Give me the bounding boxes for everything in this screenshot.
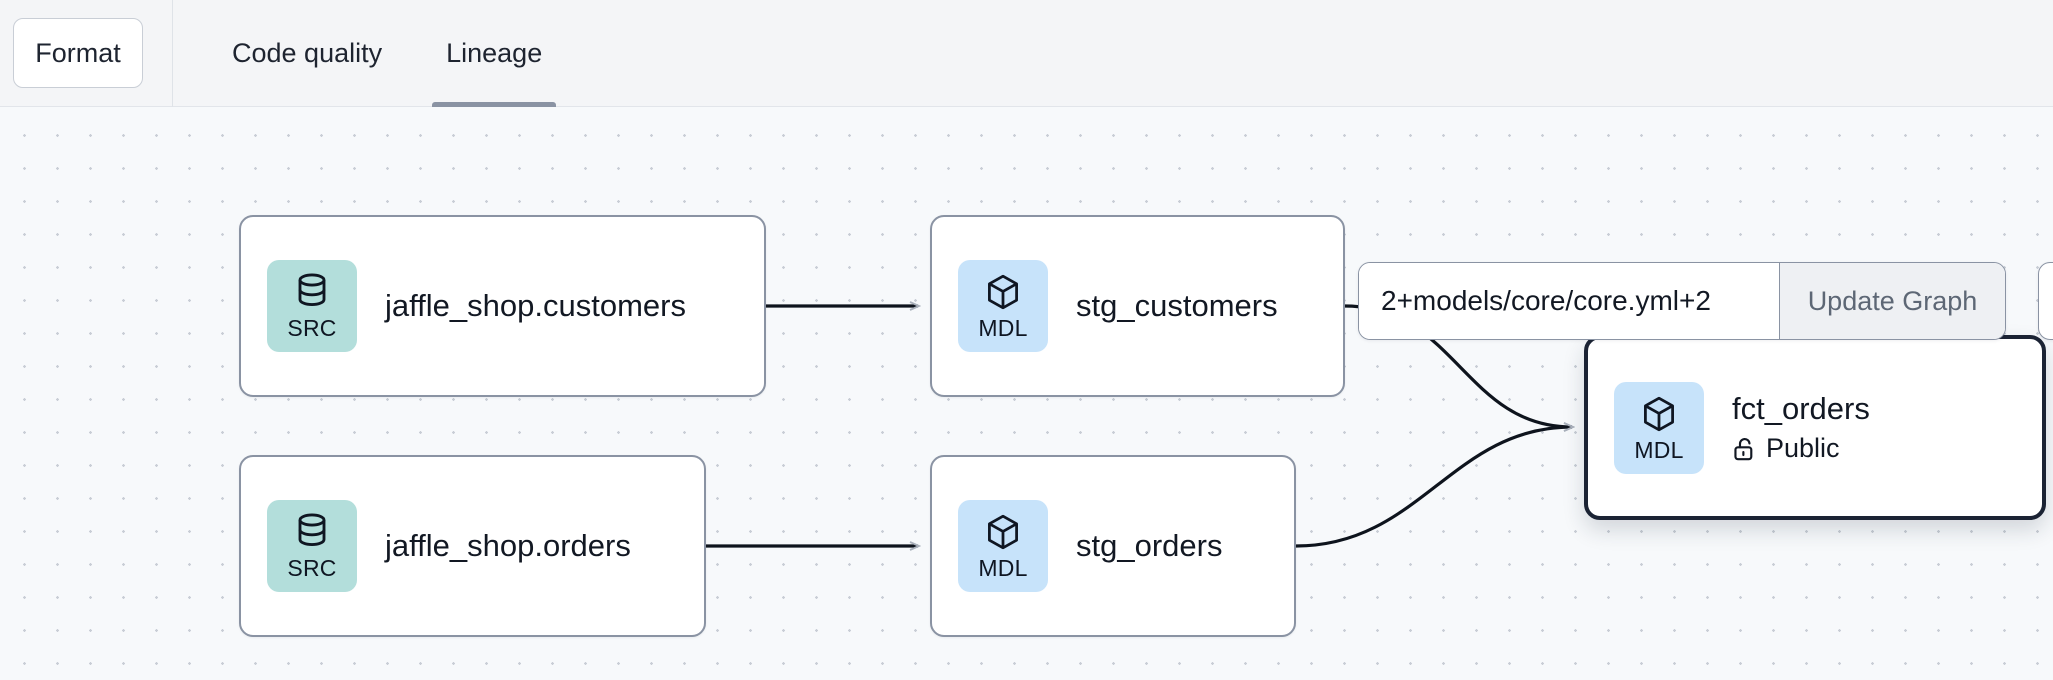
edge-stg-orders-to-fct-orders: [1295, 427, 1572, 548]
graph-selector-input[interactable]: [1359, 263, 1779, 339]
node-badge-src: SRC: [267, 260, 357, 352]
node-badge-mdl: MDL: [958, 500, 1048, 592]
node-title: stg_orders: [1076, 527, 1223, 563]
graph-side-control[interactable]: [2038, 262, 2053, 340]
node-body: fct_orders Public: [1732, 391, 1870, 465]
cube-icon: [1644, 396, 1674, 431]
update-graph-button-label: Update Graph: [1807, 285, 1978, 316]
tab-code-quality[interactable]: Code quality: [200, 0, 414, 107]
node-title: jaffle_shop.customers: [385, 287, 686, 323]
node-badge-mdl: MDL: [1614, 381, 1704, 474]
node-visibility: Public: [1732, 433, 1870, 464]
node-badge-label: MDL: [978, 315, 1028, 341]
node-badge-src: SRC: [267, 500, 357, 592]
node-body: jaffle_shop.customers: [385, 288, 686, 325]
database-icon: [298, 273, 326, 307]
node-visibility-label: Public: [1766, 433, 1840, 464]
lineage-node-jaffle-shop-customers[interactable]: SRC jaffle_shop.customers: [239, 215, 766, 397]
lineage-node-jaffle-shop-orders[interactable]: SRC jaffle_shop.orders: [239, 455, 706, 637]
update-graph-button[interactable]: Update Graph: [1779, 263, 2005, 339]
node-badge-label: MDL: [1634, 436, 1684, 463]
tab-lineage-label: Lineage: [446, 38, 543, 68]
node-title: fct_orders: [1732, 390, 1870, 426]
node-body: stg_orders: [1076, 528, 1222, 565]
database-icon: [298, 513, 326, 547]
editor-toolbar: Format Code quality Lineage: [0, 0, 2053, 107]
lineage-node-stg-customers[interactable]: MDL stg_customers: [930, 215, 1345, 397]
node-badge-label: MDL: [978, 555, 1028, 581]
lineage-node-fct-orders[interactable]: MDL fct_orders Public: [1584, 335, 2046, 520]
node-badge-label: SRC: [287, 315, 337, 341]
node-title: jaffle_shop.orders: [385, 527, 631, 563]
node-badge-label: SRC: [287, 555, 337, 581]
lineage-canvas[interactable]: SRC jaffle_shop.customers MDL stg_custom…: [0, 107, 2053, 680]
cube-icon: [988, 274, 1018, 310]
graph-selector-control: Update Graph: [1358, 262, 2006, 340]
node-title: stg_customers: [1076, 287, 1278, 323]
tab-code-quality-label: Code quality: [232, 38, 383, 68]
cube-icon: [988, 514, 1018, 550]
format-button[interactable]: Format: [13, 18, 143, 88]
node-badge-mdl: MDL: [958, 260, 1048, 352]
node-body: jaffle_shop.orders: [385, 528, 631, 565]
unlock-icon: [1734, 437, 1753, 461]
tab-lineage[interactable]: Lineage: [414, 0, 574, 107]
lineage-node-stg-orders[interactable]: MDL stg_orders: [930, 455, 1296, 637]
toolbar-divider: [172, 0, 173, 107]
format-button-label: Format: [35, 37, 121, 68]
tab-bar: Code quality Lineage: [200, 0, 574, 107]
node-body: stg_customers: [1076, 288, 1278, 325]
